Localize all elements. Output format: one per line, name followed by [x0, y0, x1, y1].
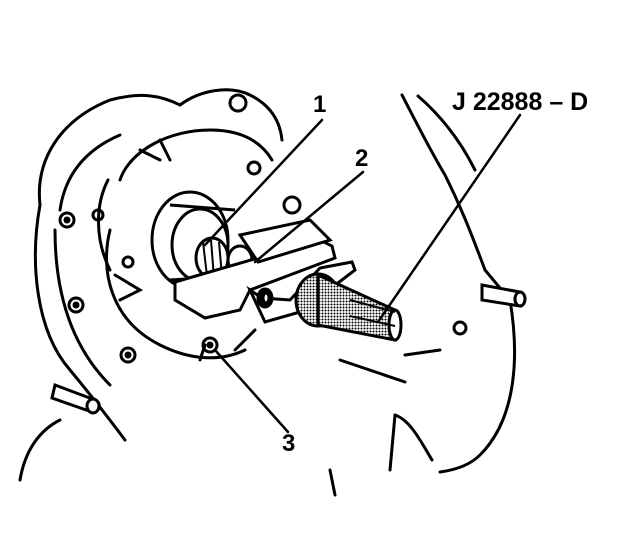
bolt-hole [452, 320, 468, 336]
transmission-housing-right [328, 93, 517, 497]
callout-label-2: 2 [355, 145, 369, 172]
dowel-pin [480, 283, 527, 308]
transmission-housing-left [18, 88, 284, 482]
leader-line-1 [203, 118, 324, 247]
leader-line-tool [376, 113, 522, 324]
bolt-hole [246, 160, 262, 176]
tool-part-number-label: J 22888 – D [452, 88, 589, 116]
bolt-hole [201, 336, 219, 354]
puller-bracket [173, 218, 357, 324]
leader-line-3 [213, 348, 290, 434]
front-cover [97, 128, 274, 362]
callout-label-1: 1 [313, 91, 327, 118]
lower-left-stud [50, 382, 101, 415]
bolt-hole [282, 195, 302, 215]
bolt-hole [67, 296, 85, 314]
forcing-screw [294, 272, 403, 342]
leader-lines [203, 113, 522, 434]
bolt-hole [119, 346, 137, 364]
bolt-holes [58, 93, 302, 364]
leader-line-2 [253, 170, 365, 264]
callout-label-3: 3 [282, 430, 296, 457]
bolt-hole [121, 255, 135, 269]
bolt-hole [58, 211, 76, 229]
bolt-hole [228, 93, 248, 113]
